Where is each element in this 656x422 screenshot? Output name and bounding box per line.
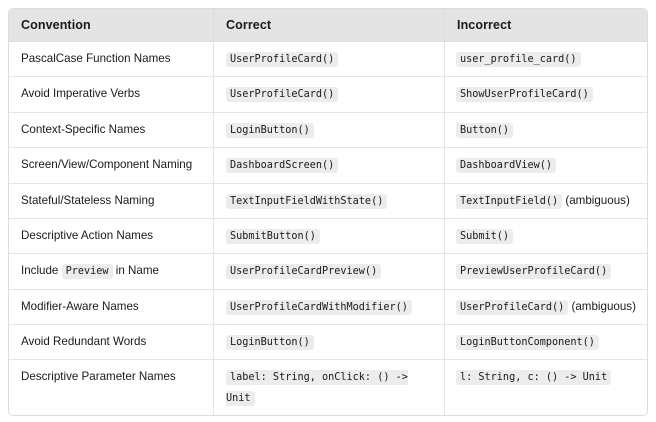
convention-text: Avoid Redundant Words [21,335,147,348]
incorrect-code: Submit() [456,228,514,244]
convention-cell: Stateful/Stateless Naming [9,183,214,219]
incorrect-code: Button() [456,122,514,138]
table-row: Context-Specific Names LoginButton() Butto… [9,112,647,149]
correct-cell: DashboardScreen() [214,148,445,184]
column-header-incorrect: Incorrect [445,9,647,42]
incorrect-cell: Button() [445,113,647,149]
table-row: Descriptive Action Names SubmitButton() Su… [9,218,647,255]
incorrect-code: UserProfileCard() [456,299,569,315]
convention-text: Modifier-Aware Names [21,299,139,313]
incorrect-cell: DashboardView() [445,148,647,184]
incorrect-code: TextInputField() [456,193,563,209]
table-row: Avoid Imperative Verbs UserProfileCard() S… [9,77,647,113]
table-row: Modifier-Aware Names UserProfileCardWithM… [9,289,647,325]
table-header: Convention Correct Incorrect [9,9,647,42]
convention-text: Include [21,264,62,278]
incorrect-note: (ambiguous) [568,299,636,313]
incorrect-code: l: String, c: () -> Unit [456,370,612,386]
correct-code: DashboardScreen() [226,158,339,174]
table-row: Avoid Redundant Words LoginButton() LoginB… [9,325,647,361]
convention-text: Screen/View/Component Naming [21,158,193,172]
incorrect-code: DashboardView() [456,158,557,174]
incorrect-code: PreviewUserProfileCard() [456,264,612,280]
convention-text: Avoid Imperative Verbs [21,87,141,101]
table-row: Include Preview in Name UserProfileCardPr… [9,254,647,290]
convention-text: Descriptive Parameter Names [21,370,176,384]
correct-cell: UserProfileCardPreview() [214,254,445,290]
correct-code: SubmitButton() [226,228,320,244]
convention-cell: Avoid Redundant Words [9,325,214,361]
table-header-row: Convention Correct Incorrect [9,9,647,42]
correct-cell: UserProfileCardWithModifier() [214,289,445,325]
convention-cell: Modifier-Aware Names [9,289,214,325]
incorrect-cell: UserProfileCard() (ambiguous) [445,290,647,325]
incorrect-cell: TextInputField() (ambiguous) [445,184,647,219]
correct-cell: UserProfileCard() [214,77,445,113]
incorrect-cell: l: String, c: () -> Unit [445,360,647,415]
convention-text: PascalCase Function Names [21,52,171,65]
correct-code: UserProfileCardPreview() [226,264,382,280]
correct-code: TextInputFieldWithState() [226,193,388,209]
incorrect-code: user_profile_card() [456,52,581,67]
convention-cell: Context-Specific Names [9,112,214,149]
incorrect-cell: PreviewUserProfileCard() [445,254,647,290]
convention-text: Descriptive Action Names [21,228,154,242]
convention-text: Stateful/Stateless Naming [21,193,155,207]
convention-text-suffix: in Name [112,264,159,278]
convention-cell: Include Preview in Name [9,254,214,290]
convention-text: Context-Specific Names [21,122,146,136]
naming-conventions-table: Convention Correct Incorrect PascalCase … [8,8,648,417]
convention-cell: Descriptive Parameter Names [9,360,214,416]
correct-cell: LoginButton() [214,325,445,361]
column-header-convention: Convention [9,9,214,42]
correct-cell: label: String, onClick: () -> Unit [214,360,445,416]
incorrect-cell: LoginButtonComponent() [445,325,647,361]
table-row: PascalCase Function Names UserProfileCard… [9,42,647,78]
correct-code: LoginButton() [226,122,314,138]
correct-code: UserProfileCard() [226,52,339,67]
correct-cell: SubmitButton() [214,218,445,255]
convention-cell: Screen/View/Component Naming [9,148,214,184]
incorrect-note: (ambiguous) [562,193,630,207]
incorrect-code: ShowUserProfileCard() [456,87,593,103]
incorrect-cell: ShowUserProfileCard() [445,77,647,113]
convention-cell: PascalCase Function Names [9,42,214,78]
incorrect-cell: user_profile_card() [445,42,647,78]
incorrect-cell: Submit() [445,219,647,255]
table-row: Screen/View/Component Naming DashboardScr… [9,148,647,184]
conventions-table-container: Convention Correct Incorrect PascalCase … [8,8,648,417]
convention-cell: Avoid Imperative Verbs [9,77,214,113]
convention-cell: Descriptive Action Names [9,218,214,255]
correct-code: LoginButton() [226,335,314,350]
table-row: Descriptive Parameter Names label: String… [9,360,647,416]
correct-cell: LoginButton() [214,112,445,149]
correct-cell: TextInputFieldWithState() [214,183,445,219]
inline-code: Preview [61,264,113,280]
table-row: Stateful/Stateless Naming TextInputFieldW… [9,183,647,219]
correct-code: UserProfileCard() [226,87,339,103]
correct-code: label: String, onClick: () -> Unit [226,370,408,406]
correct-cell: UserProfileCard() [214,42,445,78]
incorrect-code: LoginButtonComponent() [456,335,599,350]
correct-code: UserProfileCardWithModifier() [226,299,412,315]
column-header-correct: Correct [214,9,445,42]
